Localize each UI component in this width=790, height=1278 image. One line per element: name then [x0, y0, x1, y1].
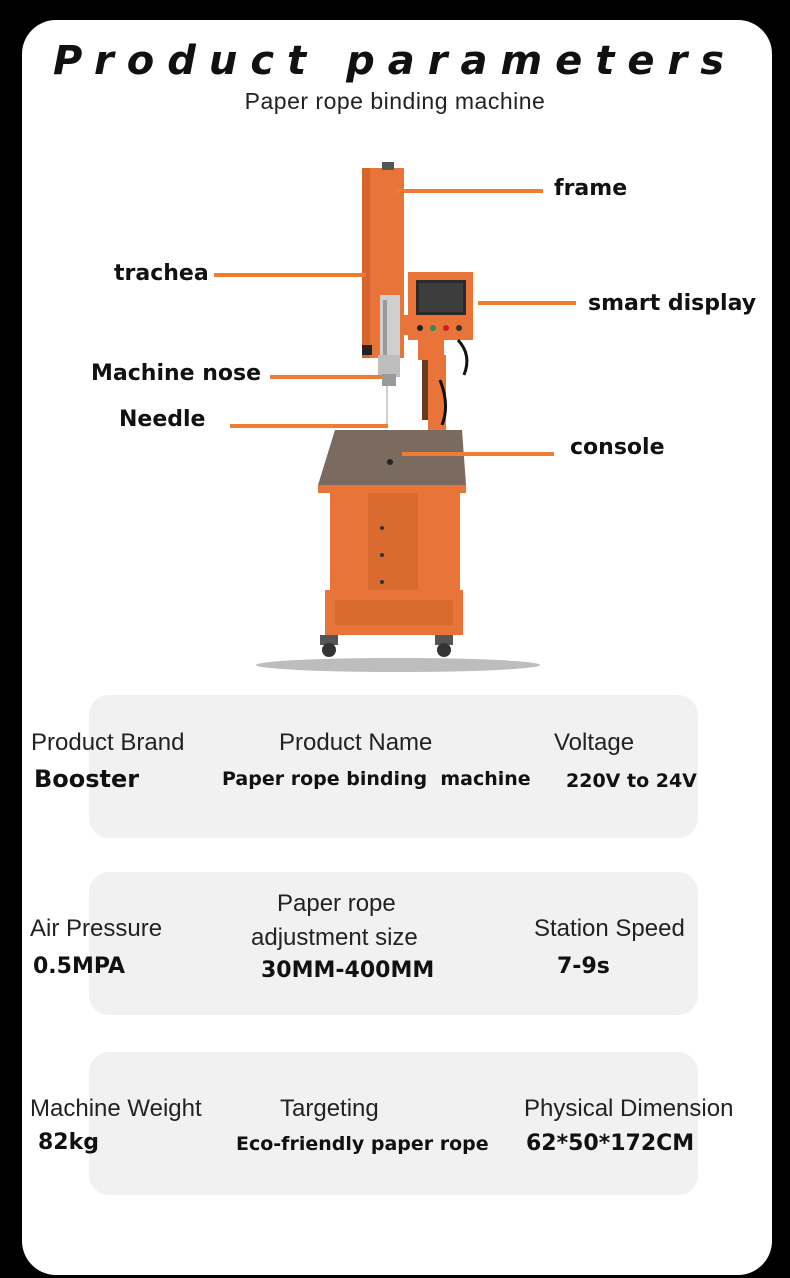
- paper-rope-size-label-2: adjustment size: [251, 924, 418, 951]
- page-title: Product parameters: [52, 38, 738, 84]
- voltage-label: Voltage: [554, 729, 635, 756]
- callout-trachea: trachea: [114, 261, 209, 286]
- product-name-value: Paper rope binding machine: [222, 768, 531, 790]
- smart-display-callout-line: [478, 301, 576, 305]
- machine-weight-label: Machine Weight: [30, 1095, 202, 1122]
- station-speed-label: Station Speed: [534, 915, 685, 942]
- page-subtitle: Paper rope binding machine: [244, 88, 546, 114]
- trachea-callout-line: [214, 273, 366, 277]
- callout-smart-display: smart display: [588, 291, 757, 316]
- support-column: [428, 355, 446, 435]
- station-speed-value: 7-9s: [557, 954, 610, 979]
- frame-callout-line: [395, 189, 543, 193]
- needle: [386, 386, 388, 426]
- product-brand-label: Product Brand: [31, 729, 185, 756]
- product-brand-value: Booster: [34, 765, 140, 793]
- needle-callout-line: [230, 424, 388, 428]
- product-name-label: Product Name: [279, 729, 433, 756]
- air-pressure-value: 0.5MPA: [33, 954, 125, 979]
- physical-dimension-label: Physical Dimension: [524, 1095, 734, 1122]
- machine-nose-callout-line: [270, 375, 382, 379]
- wheel-right: [437, 643, 451, 657]
- callout-needle: Needle: [119, 407, 206, 432]
- machine-weight-value: 82kg: [38, 1130, 99, 1155]
- callout-machine-nose: Machine nose: [91, 361, 262, 386]
- paper-rope-size-label-1: Paper rope: [277, 890, 396, 917]
- machine-image: [256, 162, 540, 672]
- paper-rope-size-value: 30MM-400MM: [261, 958, 435, 983]
- console-callout-line: [402, 452, 554, 456]
- machine-shadow: [256, 658, 540, 672]
- targeting-value: Eco-friendly paper rope: [236, 1133, 489, 1155]
- params-panel-1: [89, 695, 698, 838]
- voltage-value: 220V to 24V: [566, 770, 697, 792]
- callout-console: console: [570, 435, 665, 460]
- targeting-label: Targeting: [280, 1095, 379, 1122]
- wheel-left: [322, 643, 336, 657]
- air-pressure-label: Air Pressure: [30, 915, 163, 942]
- params-panel-2: [89, 872, 698, 1015]
- machine-nose: [378, 355, 400, 377]
- params-panel-3: [89, 1052, 698, 1195]
- callout-frame: frame: [554, 176, 628, 201]
- physical-dimension-value: 62*50*172CM: [526, 1131, 695, 1156]
- console-top: [318, 430, 466, 485]
